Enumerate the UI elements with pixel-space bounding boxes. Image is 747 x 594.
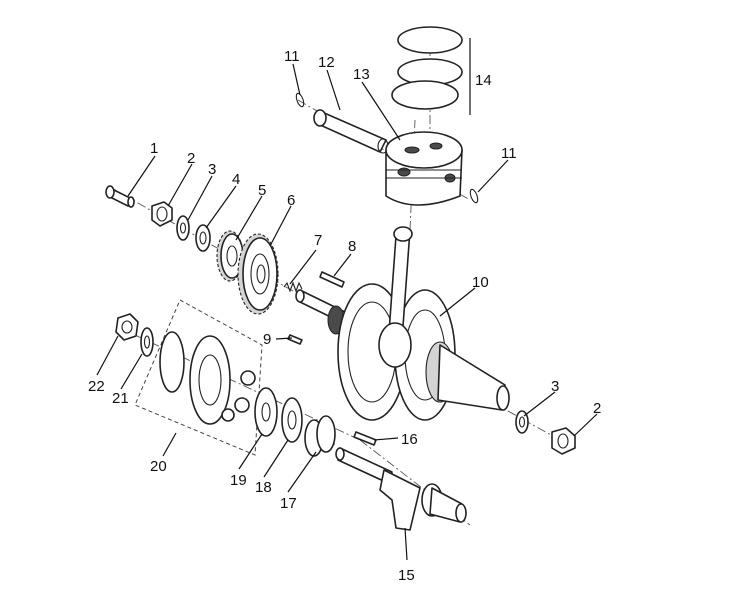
part-9-pin [287, 334, 303, 345]
label-4: 4 [232, 171, 240, 188]
part-11-circlip-left [295, 92, 305, 108]
part-10-crankshaft [295, 226, 510, 421]
label-1: 1 [150, 140, 158, 157]
label-22: 22 [88, 378, 105, 395]
part-17-bearing [304, 415, 336, 457]
part-12-piston-pin [313, 109, 389, 154]
label-14: 14 [475, 72, 492, 89]
label-3-left: 3 [208, 161, 216, 178]
label-13: 13 [353, 66, 370, 83]
part-18-washer [281, 397, 303, 443]
label-21: 21 [112, 390, 129, 407]
label-20: 20 [150, 458, 167, 475]
part-8-key [319, 271, 345, 288]
part-22-nut [115, 313, 139, 341]
label-10: 10 [472, 274, 489, 291]
label-5: 5 [258, 182, 266, 199]
label-6: 6 [287, 192, 295, 209]
part-16-key [353, 431, 377, 446]
label-9: 9 [263, 331, 271, 348]
part-2-nut-right [551, 427, 576, 455]
label-15: 15 [398, 567, 415, 584]
label-3-right: 3 [551, 378, 559, 395]
part-19-washer [254, 387, 278, 437]
label-16: 16 [401, 431, 418, 448]
label-2-left: 2 [187, 150, 195, 167]
part-3-washer-left [176, 215, 190, 241]
part-2-nut-left [151, 201, 173, 227]
part-1-bolt [105, 185, 135, 208]
label-11-right: 11 [501, 145, 517, 162]
part-14-piston-rings [391, 26, 471, 115]
label-11-left: 11 [284, 48, 300, 65]
label-12: 12 [318, 54, 335, 71]
label-7: 7 [314, 232, 322, 249]
part-13-piston [385, 131, 463, 206]
part-20-balancer-assembly [134, 299, 263, 456]
label-2-right: 2 [593, 400, 601, 417]
leader-lines [96, 63, 598, 561]
label-19: 19 [230, 472, 247, 489]
part-21-washer [140, 327, 154, 357]
part-4-washer [195, 224, 211, 252]
part-7-spring [283, 281, 303, 293]
part-labels: 1 2 3 4 5 6 7 8 9 10 11 11 12 13 14 3 2 … [88, 48, 601, 584]
part-11-circlip-right [469, 188, 479, 204]
part-6-large-gear [237, 233, 279, 315]
label-17: 17 [280, 495, 297, 512]
part-15-balancer-shaft [335, 447, 467, 531]
part-3-washer-right [515, 410, 529, 434]
label-8: 8 [348, 238, 356, 255]
label-18: 18 [255, 479, 272, 496]
